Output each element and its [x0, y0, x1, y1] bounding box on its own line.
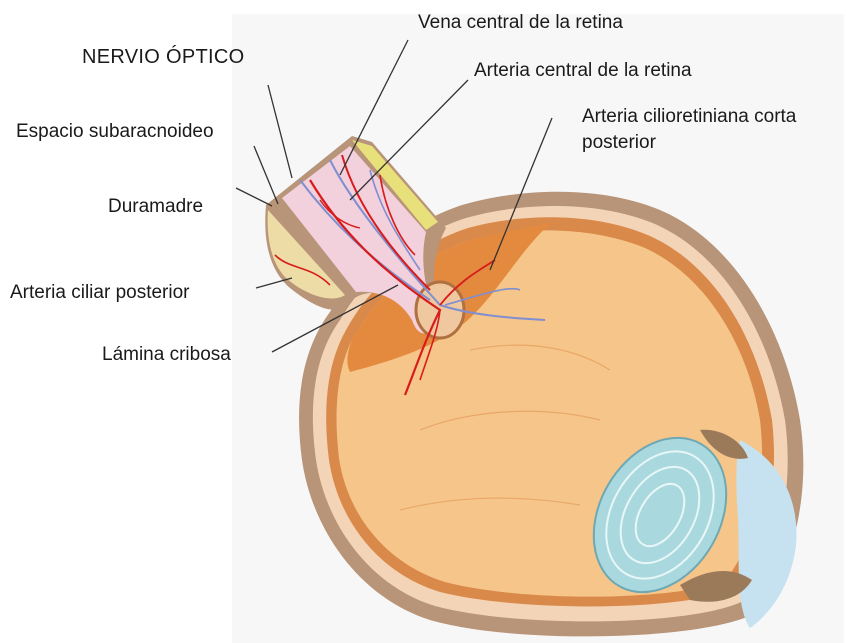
label-nervio-optico: NERVIO ÓPTICO [82, 46, 244, 68]
label-arteria-cilioretiniana-line2: posterior [582, 130, 846, 156]
label-duramadre: Duramadre [108, 196, 203, 218]
label-arteria-cilioretiniana-line1: Arteria cilioretiniana corta [582, 104, 846, 130]
label-vena-central: Vena central de la retina [418, 12, 623, 34]
label-arteria-cilioretiniana: Arteria cilioretiniana corta posterior [582, 104, 846, 156]
label-arteria-ciliar-posterior: Arteria ciliar posterior [10, 282, 190, 304]
label-lamina-cribosa: Lámina cribosa [102, 344, 231, 366]
label-espacio-subaracnoideo: Espacio subaracnoideo [16, 121, 214, 143]
label-arteria-central: Arteria central de la retina [474, 60, 692, 82]
